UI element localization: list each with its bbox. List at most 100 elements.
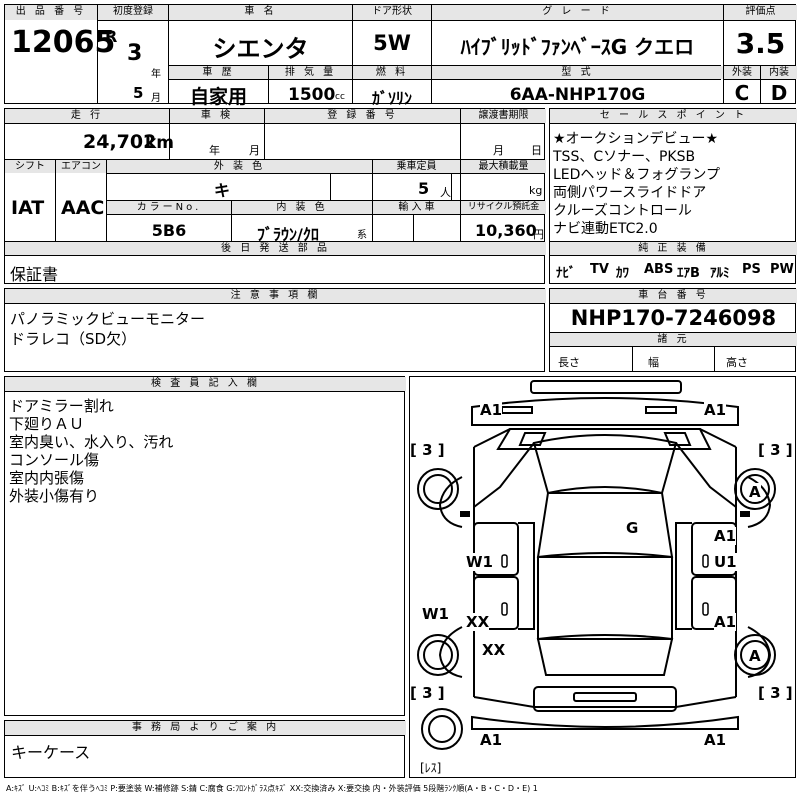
shift: IAT [11, 197, 45, 219]
color: キ [213, 181, 230, 200]
header-block: 出 品 番 号 12065 初度登録 R 3 年 5 月 車 名 シエンタ ドア… [4, 4, 797, 108]
sales-title: セ ー ル ス ポ イ ン ト [550, 109, 797, 123]
lot-number: 12065 [11, 25, 116, 60]
info-block: 走 行 車 検 登 録 番 号 譲渡書期限 24,702 km 年 月 月 日 … [4, 108, 546, 284]
diag-rear-left: A1 [480, 731, 503, 749]
seats: 5 [418, 179, 430, 198]
score: 3.5 [735, 27, 786, 60]
seats-label: 乗車定員 [373, 160, 460, 173]
fuel-label: 燃 料 [353, 66, 431, 79]
history: 自家用 [189, 86, 247, 108]
inspect-year: 年 [209, 144, 220, 157]
history-label: 車 歴 [169, 66, 268, 79]
mileage-unit: km [145, 133, 175, 153]
ac-label: エアコン [56, 160, 106, 173]
diag-right-door-1a: A1 [714, 527, 737, 545]
score-label: 評価点 [724, 5, 797, 20]
diag-tire-rr: [ 3 ] [758, 684, 793, 702]
shift-label: シフト [5, 160, 55, 173]
car-outline [417, 380, 776, 750]
door-type: 5W [373, 31, 411, 55]
later-parts: 保証書 [10, 265, 59, 284]
chassis-title: 車 台 番 号 [550, 289, 797, 303]
equip-label: 純 正 装 備 [550, 242, 797, 255]
equip-alloy: ｱﾙﾐ [710, 266, 730, 281]
chassis-number: NHP170-7246098 [570, 306, 777, 330]
later-label: 後 日 発 送 部 品 [5, 242, 546, 255]
equip-leather: ｶﾜ [616, 266, 629, 281]
recycle-unit: 円 [533, 228, 544, 241]
diag-front-right: A1 [704, 401, 727, 419]
displacement-unit: cc [335, 92, 345, 102]
recycle: 10,360 [475, 221, 537, 240]
color-label: 外 装 色 [107, 160, 372, 173]
inspector-line-6: 外装小傷有り [9, 487, 100, 505]
ext-score: C [734, 81, 750, 105]
reg-month-unit: 月 [151, 93, 161, 104]
int-label: 内装 [761, 66, 797, 79]
intcolor-label: 内 装 色 [232, 201, 372, 214]
int-score: D [770, 81, 788, 105]
displacement-label: 排 気 量 [269, 66, 352, 79]
sales-line-4: 両側パワースライドドア [553, 185, 707, 201]
reg-year-unit: 年 [151, 69, 161, 80]
equip-navi: ﾅﾋﾞ [556, 266, 576, 281]
car-diagram: A1 A1 [ 3 ] [ 3 ] A G W1 A1 U1 W1 XX XX … [409, 376, 796, 778]
spec-height-label: 高さ [726, 356, 748, 369]
inspector-block: 検 査 員 記 入 欄 ドアミラー割れ 下廻りＡＵ 室内臭い、水入り、汚れ コン… [4, 376, 406, 716]
spec-label: 諸 元 [550, 333, 797, 346]
diag-spare: [ﾚｽ] [420, 759, 442, 776]
model: 6AA-NHP170G [509, 85, 646, 105]
inspector-line-3: 室内臭い、水入り、汚れ [9, 433, 174, 451]
diag-front-left: A1 [480, 401, 503, 419]
inspect-label: 車 検 [170, 109, 264, 123]
equip-pw: PW [770, 262, 794, 277]
notes-line-1: パノラミックビューモニター [10, 310, 206, 328]
door-label: ドア形状 [353, 5, 431, 20]
inspector-title: 検 査 員 記 入 欄 [5, 377, 406, 391]
diag-tire-rl: [ 3 ] [410, 684, 445, 702]
office-title: 事 務 局 よ り ご 案 内 [5, 721, 406, 735]
spec-length-label: 長さ [558, 356, 580, 369]
notes-title: 注 意 事 項 欄 [5, 289, 546, 303]
equip-abs: ABS [644, 262, 674, 277]
diag-left-rocker: W1 [422, 605, 449, 623]
diag-tire-fr: [ 3 ] [758, 441, 793, 459]
load-unit: kg [529, 184, 543, 197]
office-text: キーケース [11, 743, 91, 762]
notes-line-2: ドラレコ（SD欠） [10, 330, 137, 348]
inspector-line-1: ドアミラー割れ [9, 397, 114, 415]
intcolor-unit: 系 [357, 230, 367, 241]
office-block: 事 務 局 よ り ご 案 内 キーケース [4, 720, 406, 778]
sales-line-3: LEDヘッド＆フォグランプ [553, 167, 721, 183]
sales-line-1: ★オークションデビュー★ [553, 131, 719, 147]
inspector-line-4: コンソール傷 [9, 451, 100, 469]
inspect-month: 月 [249, 144, 260, 157]
equip-airbag: ｴｱB [677, 266, 700, 281]
sales-line-2: TSS、Cソナー、PKSB [553, 149, 696, 165]
sales-line-6: ナビ連動ETC2.0 [553, 221, 658, 237]
displacement: 1500 [288, 85, 336, 105]
colorno-label: カラーNo. [107, 201, 231, 214]
transfer-label: 譲渡書期限 [461, 109, 546, 123]
diag-wheel-rr: A [749, 647, 761, 665]
reg-label: 初度登録 [98, 5, 168, 20]
diag-roof: G [626, 519, 639, 537]
reg-month: 5 [133, 84, 144, 102]
grade-label: グ レ ー ド [432, 5, 723, 20]
diag-right-door-1b: U1 [714, 553, 737, 571]
sales-line-5: クルーズコントロール [553, 203, 692, 219]
model-label: 型 式 [432, 66, 723, 79]
car-name: シエンタ [212, 35, 309, 63]
mileage-label: 走 行 [5, 109, 169, 123]
diag-rear-right: A1 [704, 731, 727, 749]
chassis-block: 車 台 番 号 NHP170-7246098 諸 元 長さ 幅 高さ [549, 288, 797, 372]
diag-left-door-1: W1 [466, 553, 493, 571]
transfer-month: 月 [493, 144, 504, 157]
import-label: 輸 入 車 [373, 201, 460, 214]
inspector-line-5: 室内内張傷 [9, 469, 85, 487]
sales-point-block: セ ー ル ス ポ イ ン ト ★オークションデビュー★ TSS、Cソナー、PK… [549, 108, 797, 284]
lot-label: 出 品 番 号 [5, 5, 97, 20]
diag-wheel-fr: A [749, 483, 761, 501]
fuel: ｶﾞｿﾘﾝ [371, 89, 412, 108]
